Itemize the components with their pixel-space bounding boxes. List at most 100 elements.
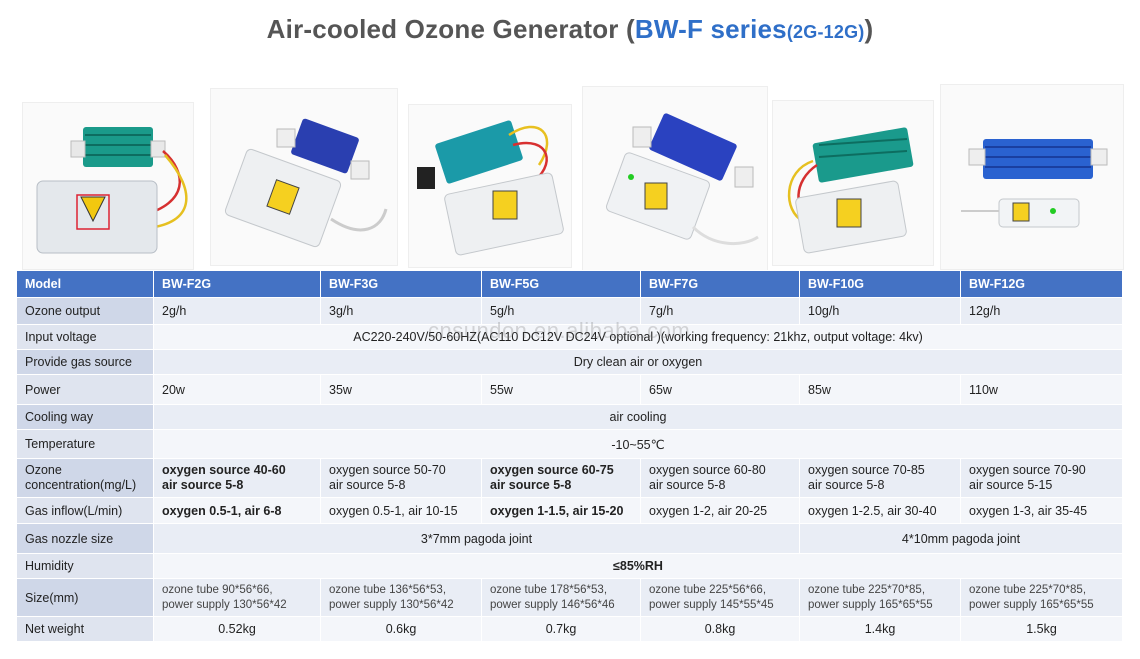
table-cell: 65w bbox=[640, 374, 800, 405]
table-cell: 3*7mm pagoda joint bbox=[153, 523, 800, 554]
table-cell: air cooling bbox=[153, 404, 1123, 430]
table-cell: 85w bbox=[799, 374, 961, 405]
row-net-weight: Net weight 0.52kg 0.6kg 0.7kg 0.8kg 1.4k… bbox=[16, 616, 1123, 642]
cell-line: air source 5-15 bbox=[969, 478, 1053, 492]
table-cell: 1.4kg bbox=[799, 616, 961, 642]
header-bw-f2g: BW-F2G bbox=[153, 270, 321, 298]
row-humidity: Humidity ≤85%RH bbox=[16, 553, 1123, 579]
table-cell: ≤85%RH bbox=[153, 553, 1123, 579]
table-cell: 20w bbox=[153, 374, 321, 405]
table-cell: 2g/h bbox=[153, 297, 321, 325]
table-cell: ozone tube 90*56*66, power supply 130*56*… bbox=[153, 578, 321, 617]
title-main: Air-cooled Ozone Generator ( bbox=[266, 14, 635, 44]
cell-line: air source 5-8 bbox=[649, 478, 726, 492]
header-row: Model BW-F2G BW-F3G BW-F5G BW-F7G BW-F10… bbox=[16, 270, 1123, 298]
table-cell: Dry clean air or oxygen bbox=[153, 349, 1123, 375]
row-label: Temperature bbox=[16, 429, 154, 459]
row-label: Provide gas source bbox=[16, 349, 154, 375]
product-photo-f10g bbox=[772, 100, 934, 266]
row-label: Size(mm) bbox=[16, 578, 154, 617]
cell-line: ozone tube 90*56*66, bbox=[162, 583, 273, 596]
specification-table: Model BW-F2G BW-F3G BW-F5G BW-F7G BW-F10… bbox=[16, 270, 1123, 642]
cell-line: air source 5-8 bbox=[329, 478, 406, 492]
header-bw-f3g: BW-F3G bbox=[320, 270, 482, 298]
table-cell: 12g/h bbox=[960, 297, 1123, 325]
cell-line: oxygen source 40-60 bbox=[162, 463, 286, 477]
table-cell: 3g/h bbox=[320, 297, 482, 325]
product-photo-f5g bbox=[408, 104, 572, 268]
cell-line: ozone tube 225*56*66, bbox=[649, 583, 767, 596]
page-title: Air-cooled Ozone Generator (BW-F series(… bbox=[0, 14, 1140, 45]
cell-line: ozone tube 225*70*85, bbox=[969, 583, 1087, 596]
cell-line: power supply 130*56*42 bbox=[162, 598, 287, 611]
row-nozzle: Gas nozzle size 3*7mm pagoda joint 4*10m… bbox=[16, 523, 1123, 554]
cell-line: oxygen source 70-90 bbox=[969, 463, 1086, 477]
table-cell: oxygen 1-1.5, air 15-20 bbox=[481, 497, 641, 524]
row-label: Gas inflow(L/min) bbox=[16, 497, 154, 524]
row-ozone-output: Ozone output 2g/h 3g/h 5g/h 7g/h 10g/h 1… bbox=[16, 297, 1123, 325]
header-bw-f12g: BW-F12G bbox=[960, 270, 1123, 298]
table-cell: oxygen 0.5-1, air 6-8 bbox=[153, 497, 321, 524]
cell-line: power supply 165*65*55 bbox=[808, 598, 933, 611]
cell-line: air source 5-8 bbox=[162, 478, 244, 492]
title-close: ) bbox=[864, 14, 874, 44]
cell-line: air source 5-8 bbox=[490, 478, 572, 492]
cell-line: ozone tube 178*56*53, bbox=[490, 583, 608, 596]
header-bw-f5g: BW-F5G bbox=[481, 270, 641, 298]
cell-line: ozone tube 136*56*53, bbox=[329, 583, 447, 596]
table-cell: AC220-240V/50-60HZ(AC110 DC12V DC24V opt… bbox=[153, 324, 1123, 350]
table-cell: ozone tube 178*56*53, power supply 146*56… bbox=[481, 578, 641, 617]
table-cell: -10~55℃ bbox=[153, 429, 1123, 459]
cell-line: power supply 145*55*45 bbox=[649, 598, 774, 611]
product-photo-f12g bbox=[940, 84, 1124, 270]
product-photo-f7g bbox=[582, 86, 768, 272]
table-cell: 10g/h bbox=[799, 297, 961, 325]
row-power: Power 20w 35w 55w 65w 85w 110w bbox=[16, 374, 1123, 405]
cell-line: power supply 146*56*46 bbox=[490, 598, 615, 611]
table-cell: 1.5kg bbox=[960, 616, 1123, 642]
table-cell: 7g/h bbox=[640, 297, 800, 325]
row-size: Size(mm) ozone tube 90*56*66, power suppl… bbox=[16, 578, 1123, 617]
row-label: Net weight bbox=[16, 616, 154, 642]
header-bw-f7g: BW-F7G bbox=[640, 270, 800, 298]
table-cell: oxygen 1-2.5, air 30-40 bbox=[799, 497, 961, 524]
row-input-voltage: Input voltage AC220-240V/50-60HZ(AC110 D… bbox=[16, 324, 1123, 350]
title-series: BW-F series bbox=[634, 14, 787, 44]
row-label: Power bbox=[16, 374, 154, 405]
row-temperature: Temperature -10~55℃ bbox=[16, 429, 1123, 459]
table-cell: 0.8kg bbox=[640, 616, 800, 642]
table-cell: 5g/h bbox=[481, 297, 641, 325]
table-cell: 4*10mm pagoda joint bbox=[799, 523, 1123, 554]
table-cell: 110w bbox=[960, 374, 1123, 405]
cell-line: power supply 130*56*42 bbox=[329, 598, 454, 611]
cell-line: power supply 165*65*55 bbox=[969, 598, 1094, 611]
row-gas-source: Provide gas source Dry clean air or oxyg… bbox=[16, 349, 1123, 375]
row-cooling: Cooling way air cooling bbox=[16, 404, 1123, 430]
table-cell: 0.7kg bbox=[481, 616, 641, 642]
row-label: Cooling way bbox=[16, 404, 154, 430]
table-cell: 55w bbox=[481, 374, 641, 405]
table-cell: 35w bbox=[320, 374, 482, 405]
row-label-line: concentration(mg/L) bbox=[25, 478, 137, 492]
header-bw-f10g: BW-F10G bbox=[799, 270, 961, 298]
cell-line: ozone tube 225*70*85, bbox=[808, 583, 926, 596]
table-cell: 0.6kg bbox=[320, 616, 482, 642]
cell-line: oxygen source 50-70 bbox=[329, 463, 446, 477]
table-cell: oxygen 0.5-1, air 10-15 bbox=[320, 497, 482, 524]
product-photo-f3g bbox=[210, 88, 398, 266]
table-cell: ozone tube 225*56*66, power supply 145*55… bbox=[640, 578, 800, 617]
row-label-line: Ozone bbox=[25, 463, 62, 477]
cell-line: air source 5-8 bbox=[808, 478, 885, 492]
table-cell: oxygen 1-2, air 20-25 bbox=[640, 497, 800, 524]
header-model: Model bbox=[16, 270, 154, 298]
table-cell: oxygen 1-3, air 35-45 bbox=[960, 497, 1123, 524]
table-cell: ozone tube 136*56*53, power supply 130*56… bbox=[320, 578, 482, 617]
table-cell: 0.52kg bbox=[153, 616, 321, 642]
row-label: Gas nozzle size bbox=[16, 523, 154, 554]
